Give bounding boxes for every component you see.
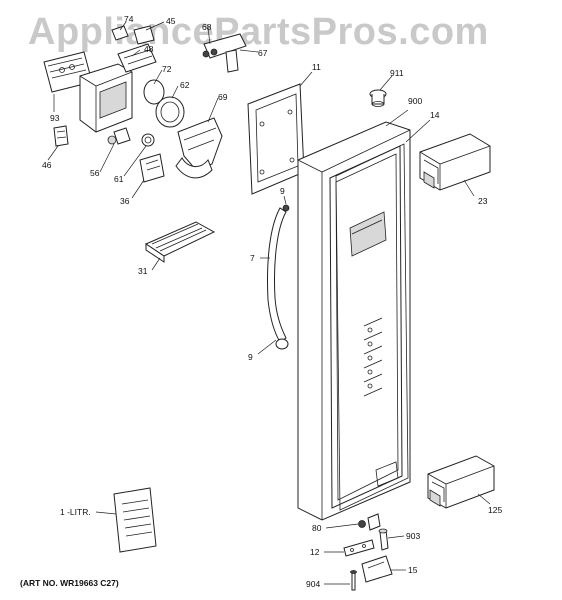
fresh-food-door-icon	[297, 121, 411, 521]
callout-56: 56	[90, 168, 100, 178]
callout-12: 12	[310, 547, 320, 557]
callout-62: 62	[180, 80, 190, 90]
art-number: (ART NO. WR19663 C27)	[20, 578, 119, 588]
callout-900: 900	[408, 96, 423, 106]
callout-911: 911	[390, 68, 404, 78]
callout-903: 903	[406, 531, 421, 541]
callout-61: 61	[114, 174, 124, 184]
callout-125: 125	[488, 505, 503, 515]
callout-45: 45	[166, 16, 176, 26]
callout-15: 15	[408, 565, 418, 575]
callout-14: 14	[430, 110, 440, 120]
callout-36: 36	[120, 196, 130, 206]
callout-67: 67	[258, 48, 268, 58]
shelf-icon	[144, 221, 216, 263]
door-bin-icon	[427, 455, 495, 509]
dispenser-panel-icon	[247, 83, 305, 195]
callout-46: 46	[42, 160, 52, 170]
callout-69: 69	[218, 92, 228, 102]
callout-904: 904	[306, 579, 321, 589]
callout-72: 72	[162, 64, 172, 74]
callout-48: 48	[144, 44, 154, 54]
callout-31: 31	[138, 266, 148, 276]
callout-23: 23	[478, 196, 488, 206]
door-bin-icon	[419, 133, 491, 191]
ice-maker-assembly-icon	[43, 25, 247, 183]
callout-93: 93	[50, 113, 60, 123]
callout-80: 80	[312, 523, 322, 533]
hinge-cap-icon	[369, 89, 387, 107]
door-gasket-icon	[335, 143, 409, 511]
callout-68: 68	[202, 22, 212, 32]
callout-7: 7	[250, 253, 255, 263]
literature-booklet-icon	[113, 487, 157, 553]
callout-74: 74	[124, 14, 134, 24]
hinge-hardware-icon	[343, 513, 393, 591]
callout-9-lower: 9	[248, 352, 253, 362]
callout-11: 11	[312, 62, 321, 72]
callout-9-upper: 9	[280, 186, 285, 196]
door-handle-icon	[267, 204, 290, 350]
watermark-logo: AppliancePartsPros.com	[28, 11, 489, 53]
callout-1-litr: 1 -LITR.	[60, 507, 91, 517]
